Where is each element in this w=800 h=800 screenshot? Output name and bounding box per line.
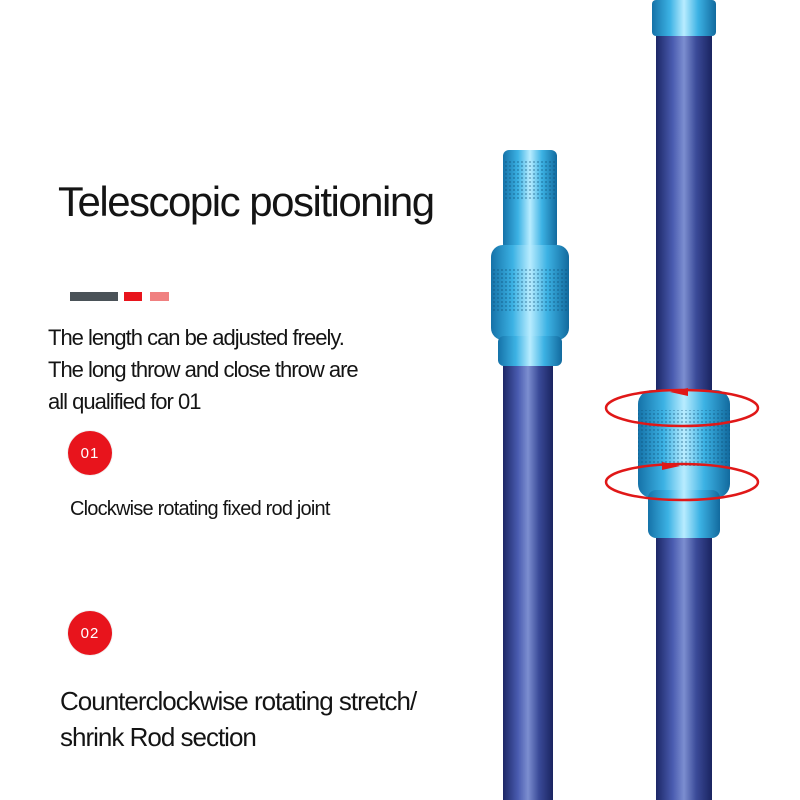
step-number-badge: 01 <box>68 431 112 475</box>
step-line: Clockwise rotating fixed rod joint <box>70 498 330 520</box>
color-bar-pink <box>150 292 169 301</box>
left-rod <box>491 150 569 800</box>
step-description: Counterclockwise rotating stretch/ shrin… <box>60 683 417 755</box>
rotation-arrow-icon <box>604 388 760 502</box>
step-line: Counterclockwise rotating stretch/ <box>60 686 417 716</box>
step-number-badge: 02 <box>68 611 112 655</box>
intro-line: all qualified for 01 <box>48 389 201 414</box>
color-bar-dark <box>70 292 118 301</box>
intro-line: The length can be adjusted freely. <box>48 325 345 350</box>
intro-line: The long throw and close throw are <box>48 357 359 382</box>
page-title: Telescopic positioning <box>58 178 435 225</box>
color-bar-red <box>124 292 142 301</box>
intro-text: The length can be adjusted freely. The l… <box>48 322 359 418</box>
step-line: shrink Rod section <box>60 722 257 752</box>
right-rod <box>638 0 730 800</box>
step-description: Clockwise rotating fixed rod joint <box>70 498 330 521</box>
